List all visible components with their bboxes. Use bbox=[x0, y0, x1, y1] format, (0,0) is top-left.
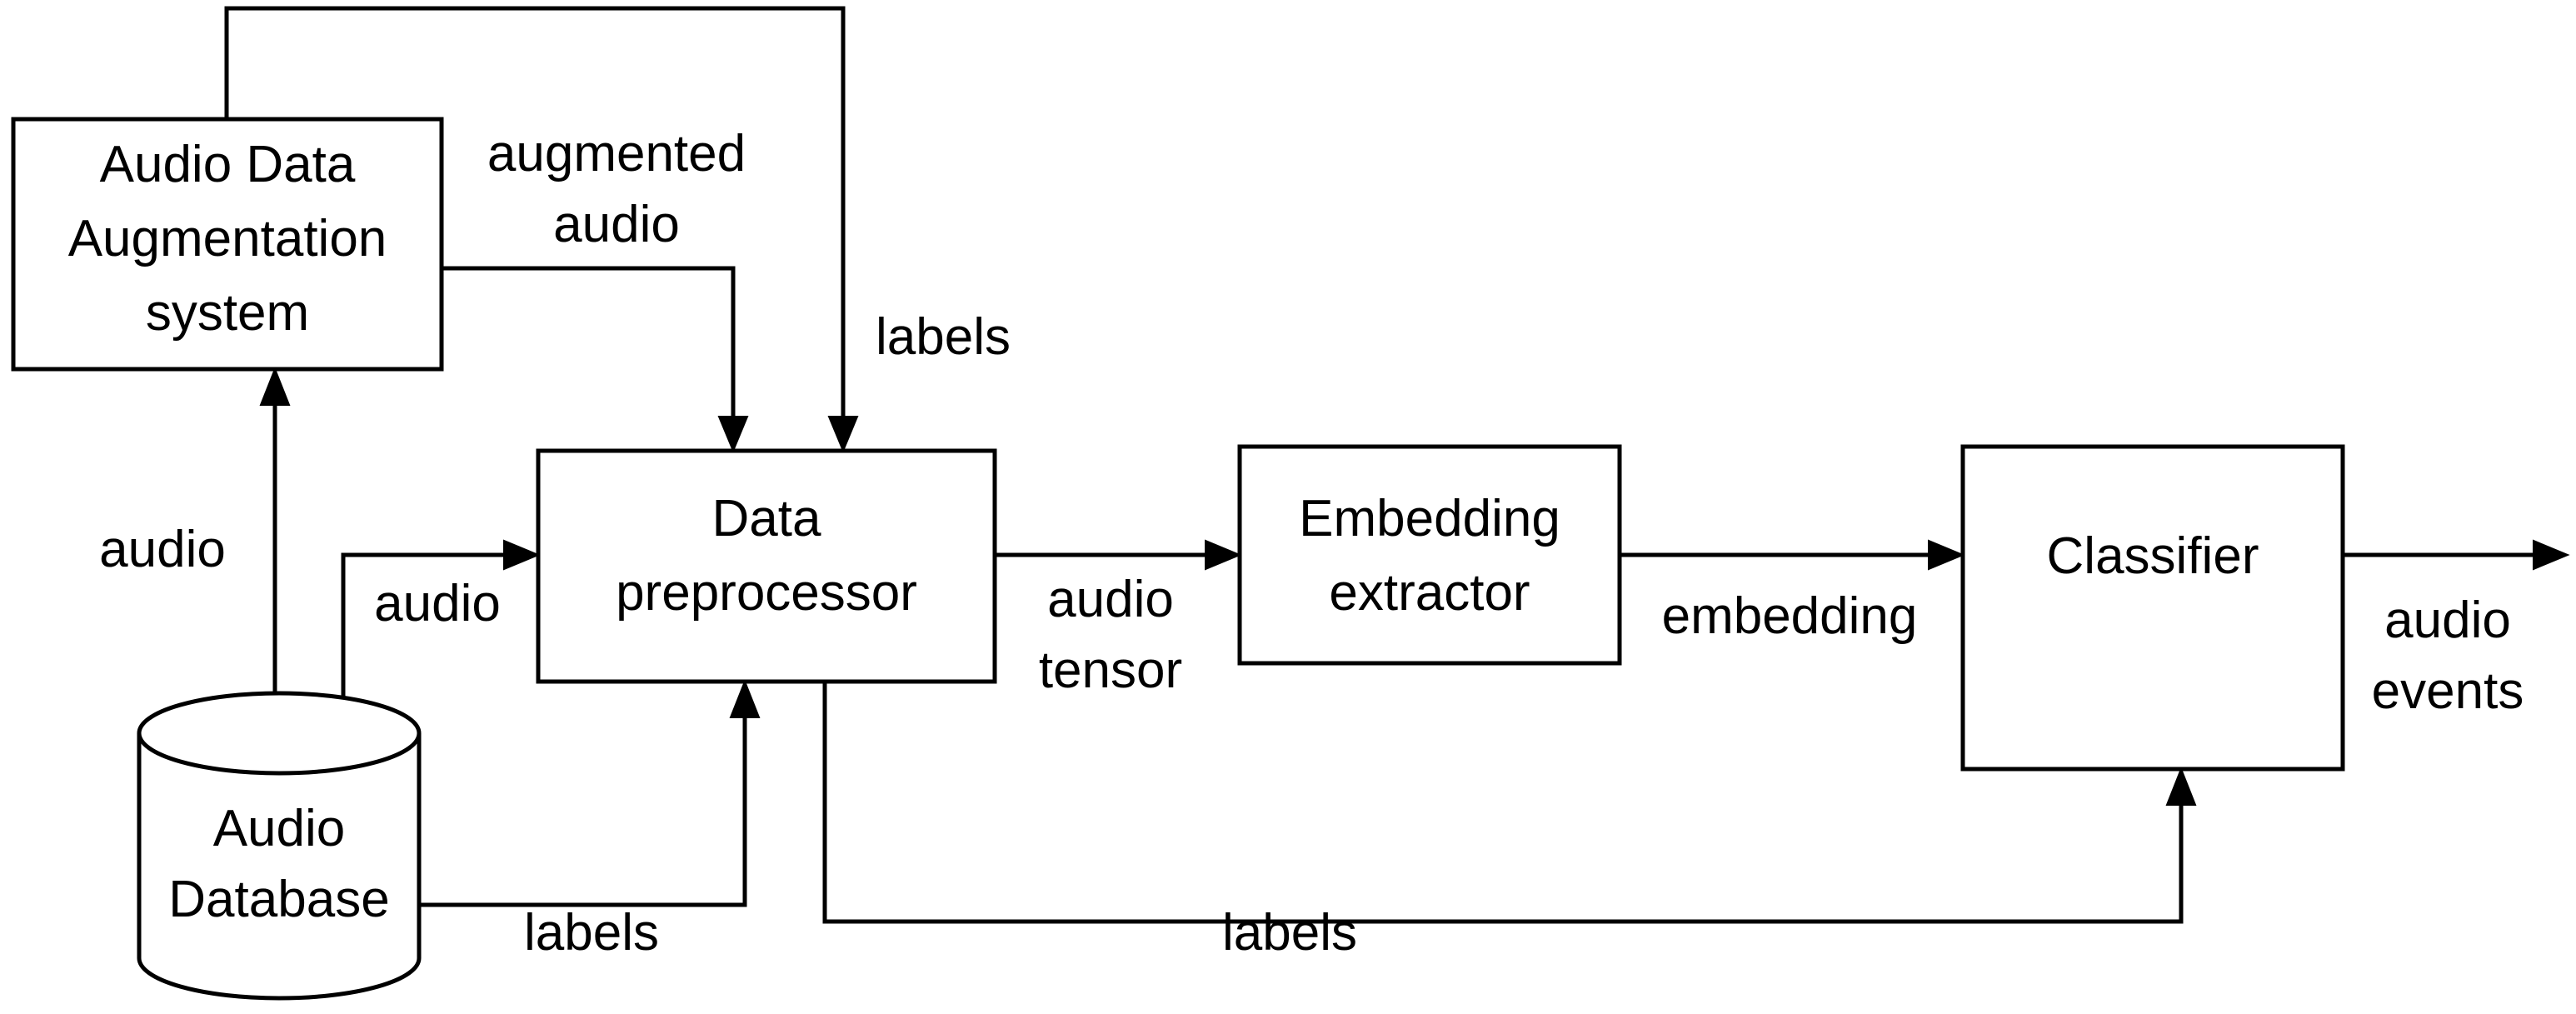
node-box[interactable] bbox=[1960, 444, 2345, 772]
node-box[interactable] bbox=[536, 448, 997, 684]
edge-label-audio-to-preprocessor: audio bbox=[374, 575, 501, 632]
node-embedding-extractor[interactable]: Embedding extractor bbox=[1237, 444, 1622, 666]
edge-classifier-output bbox=[2343, 539, 2570, 571]
edge-label-labels-classifier: labels bbox=[1222, 904, 1357, 962]
edge-line bbox=[822, 682, 2184, 924]
edge-line bbox=[341, 552, 508, 704]
arrowhead-icon bbox=[259, 367, 291, 406]
edge-label-labels-top: labels bbox=[876, 308, 1011, 366]
edge-augmented-audio bbox=[442, 266, 749, 453]
arrowhead-icon bbox=[717, 416, 749, 453]
cylinder-top[interactable] bbox=[137, 691, 422, 776]
node-label-line: extractor bbox=[1329, 564, 1530, 622]
node-audio-database[interactable]: Audio Database bbox=[137, 691, 422, 1001]
node-box[interactable] bbox=[11, 117, 444, 372]
node-audio-data-augmentation-system[interactable]: Audio Data Augmentation system bbox=[11, 117, 444, 372]
edge-label-audio-events-line1: audio bbox=[2384, 592, 2511, 649]
arrowhead-icon bbox=[827, 416, 859, 453]
edge-label-audio-to-augmentation: audio bbox=[99, 521, 226, 578]
node-label-line: system bbox=[146, 284, 309, 342]
edge-db-labels-to-preprocessor bbox=[415, 679, 761, 907]
node-label-line: Embedding bbox=[1299, 490, 1560, 547]
node-label-line: Augmentation bbox=[68, 210, 387, 267]
node-classifier[interactable]: Classifier bbox=[1960, 444, 2345, 772]
node-label-line: Audio bbox=[213, 800, 346, 857]
edge-label-embedding: embedding bbox=[1662, 587, 1918, 645]
arrowhead-icon bbox=[2533, 539, 2570, 571]
edge-augmentation-top-rail bbox=[224, 6, 859, 453]
node-label-line: Data bbox=[712, 490, 821, 547]
cylinder-body[interactable] bbox=[137, 733, 422, 1001]
edge-preprocessor-to-extractor bbox=[995, 539, 1242, 571]
edge-label-audio-tensor-line1: audio bbox=[1047, 571, 1174, 628]
arrowhead-icon bbox=[729, 679, 761, 718]
node-label-line: Audio Data bbox=[100, 136, 356, 193]
node-label-line: preprocessor bbox=[616, 564, 917, 622]
node-label-line: Database bbox=[168, 871, 389, 928]
node-data-preprocessor[interactable]: Data preprocessor bbox=[536, 448, 997, 684]
arrowhead-icon bbox=[1928, 539, 1965, 571]
edge-label-audio-tensor-line2: tensor bbox=[1039, 642, 1182, 699]
edge-db-audio-to-preprocessor bbox=[341, 539, 541, 704]
edge-db-audio-to-augmentation bbox=[259, 367, 291, 700]
edge-extractor-to-classifier bbox=[1620, 539, 1965, 571]
edge-label-audio-events-line2: events bbox=[2372, 662, 2524, 720]
edge-line bbox=[224, 6, 846, 434]
edge-line bbox=[442, 266, 736, 434]
edge-label-augmented-audio-line1: augmented bbox=[487, 125, 746, 182]
edge-label-augmented-audio-line2: audio bbox=[553, 196, 680, 253]
arrowhead-icon bbox=[1205, 539, 1242, 571]
arrowhead-icon bbox=[2165, 767, 2197, 806]
edge-preprocessor-labels-to-classifier bbox=[822, 682, 2197, 924]
edge-label-labels-db: labels bbox=[524, 904, 659, 962]
node-label-line: Classifier bbox=[2047, 527, 2259, 585]
node-box[interactable] bbox=[1237, 444, 1622, 666]
arrowhead-icon bbox=[503, 539, 541, 571]
edge-line bbox=[415, 717, 747, 907]
